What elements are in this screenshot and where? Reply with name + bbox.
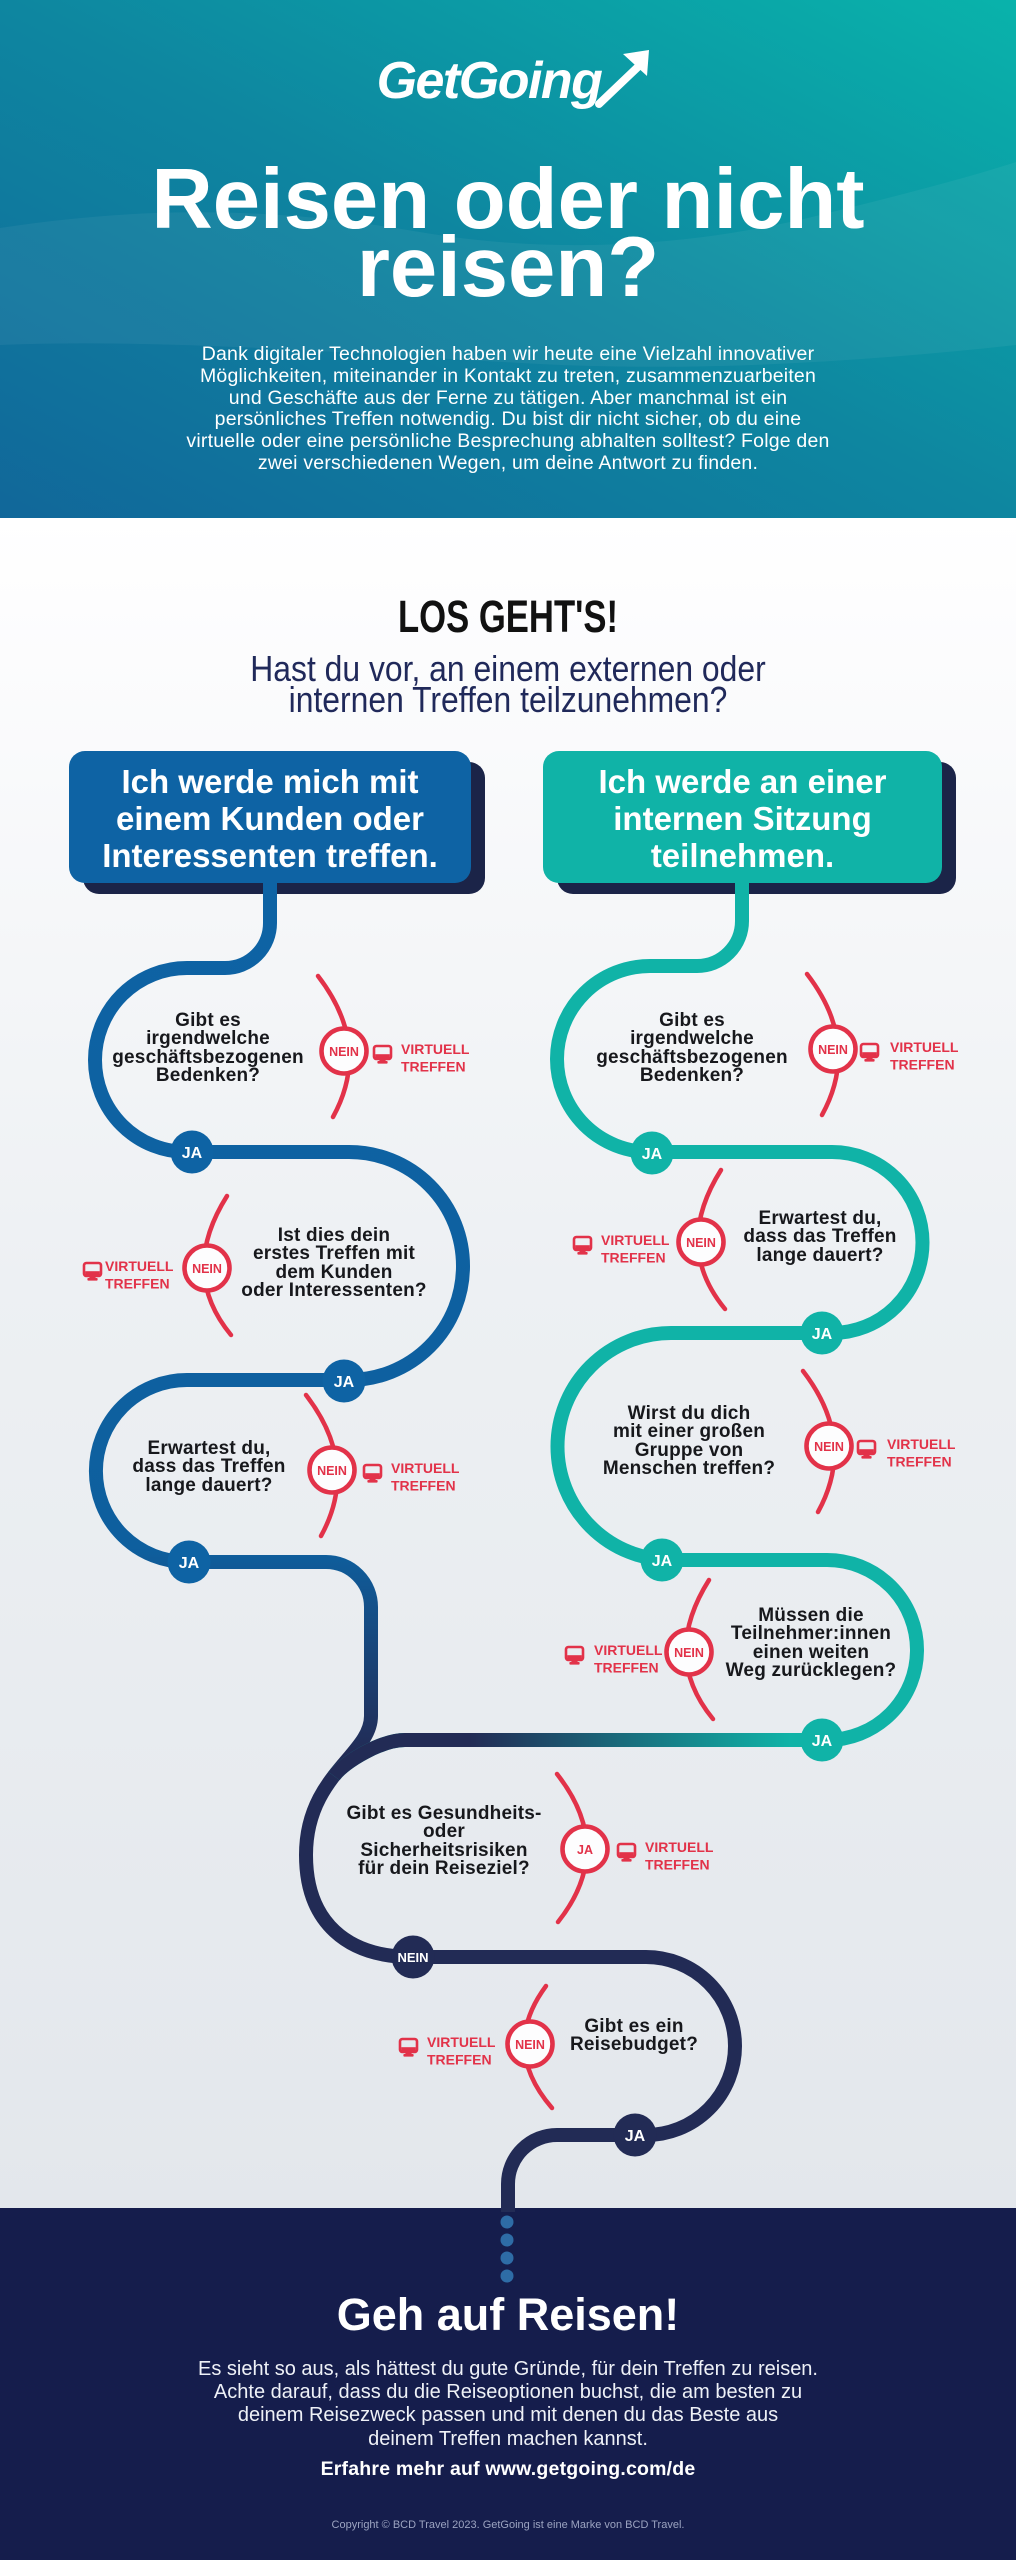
svg-text:TREFFEN: TREFFEN — [594, 1660, 659, 1676]
svg-text:NEIN: NEIN — [818, 1043, 848, 1057]
svg-text:JA: JA — [812, 1326, 833, 1343]
svg-text:TREFFEN: TREFFEN — [601, 1250, 666, 1266]
svg-text:NEIN: NEIN — [192, 1262, 222, 1276]
svg-text:VIRTUELL: VIRTUELL — [890, 1039, 959, 1055]
svg-text:VIRTUELL: VIRTUELL — [401, 1041, 470, 1057]
svg-text:TREFFEN: TREFFEN — [645, 1857, 710, 1873]
svg-text:TREFFEN: TREFFEN — [887, 1454, 952, 1470]
svg-text:TREFFEN: TREFFEN — [401, 1059, 466, 1075]
svg-text:TREFFEN: TREFFEN — [427, 2052, 492, 2068]
svg-text:JA: JA — [652, 1553, 673, 1570]
svg-text:NEIN: NEIN — [814, 1440, 844, 1454]
svg-text:JA: JA — [334, 1374, 355, 1391]
svg-text:VIRTUELL: VIRTUELL — [887, 1436, 956, 1452]
svg-text:JA: JA — [625, 2128, 646, 2145]
svg-text:NEIN: NEIN — [317, 1464, 347, 1478]
svg-text:JA: JA — [577, 1843, 593, 1857]
svg-text:TREFFEN: TREFFEN — [105, 1276, 170, 1292]
svg-text:TREFFEN: TREFFEN — [391, 1478, 456, 1494]
svg-text:VIRTUELL: VIRTUELL — [427, 2034, 496, 2050]
svg-text:NEIN: NEIN — [397, 1950, 428, 1965]
svg-text:JA: JA — [812, 1733, 833, 1750]
svg-text:VIRTUELL: VIRTUELL — [594, 1642, 663, 1658]
svg-text:NEIN: NEIN — [686, 1236, 716, 1250]
svg-text:NEIN: NEIN — [329, 1045, 359, 1059]
svg-text:VIRTUELL: VIRTUELL — [391, 1460, 460, 1476]
svg-text:VIRTUELL: VIRTUELL — [645, 1839, 714, 1855]
svg-text:NEIN: NEIN — [674, 1646, 704, 1660]
svg-text:VIRTUELL: VIRTUELL — [105, 1258, 174, 1274]
svg-text:JA: JA — [179, 1555, 200, 1572]
svg-text:JA: JA — [182, 1145, 203, 1162]
svg-text:NEIN: NEIN — [515, 2038, 545, 2052]
svg-text:JA: JA — [642, 1146, 663, 1163]
svg-text:VIRTUELL: VIRTUELL — [601, 1232, 670, 1248]
svg-text:TREFFEN: TREFFEN — [890, 1057, 955, 1073]
